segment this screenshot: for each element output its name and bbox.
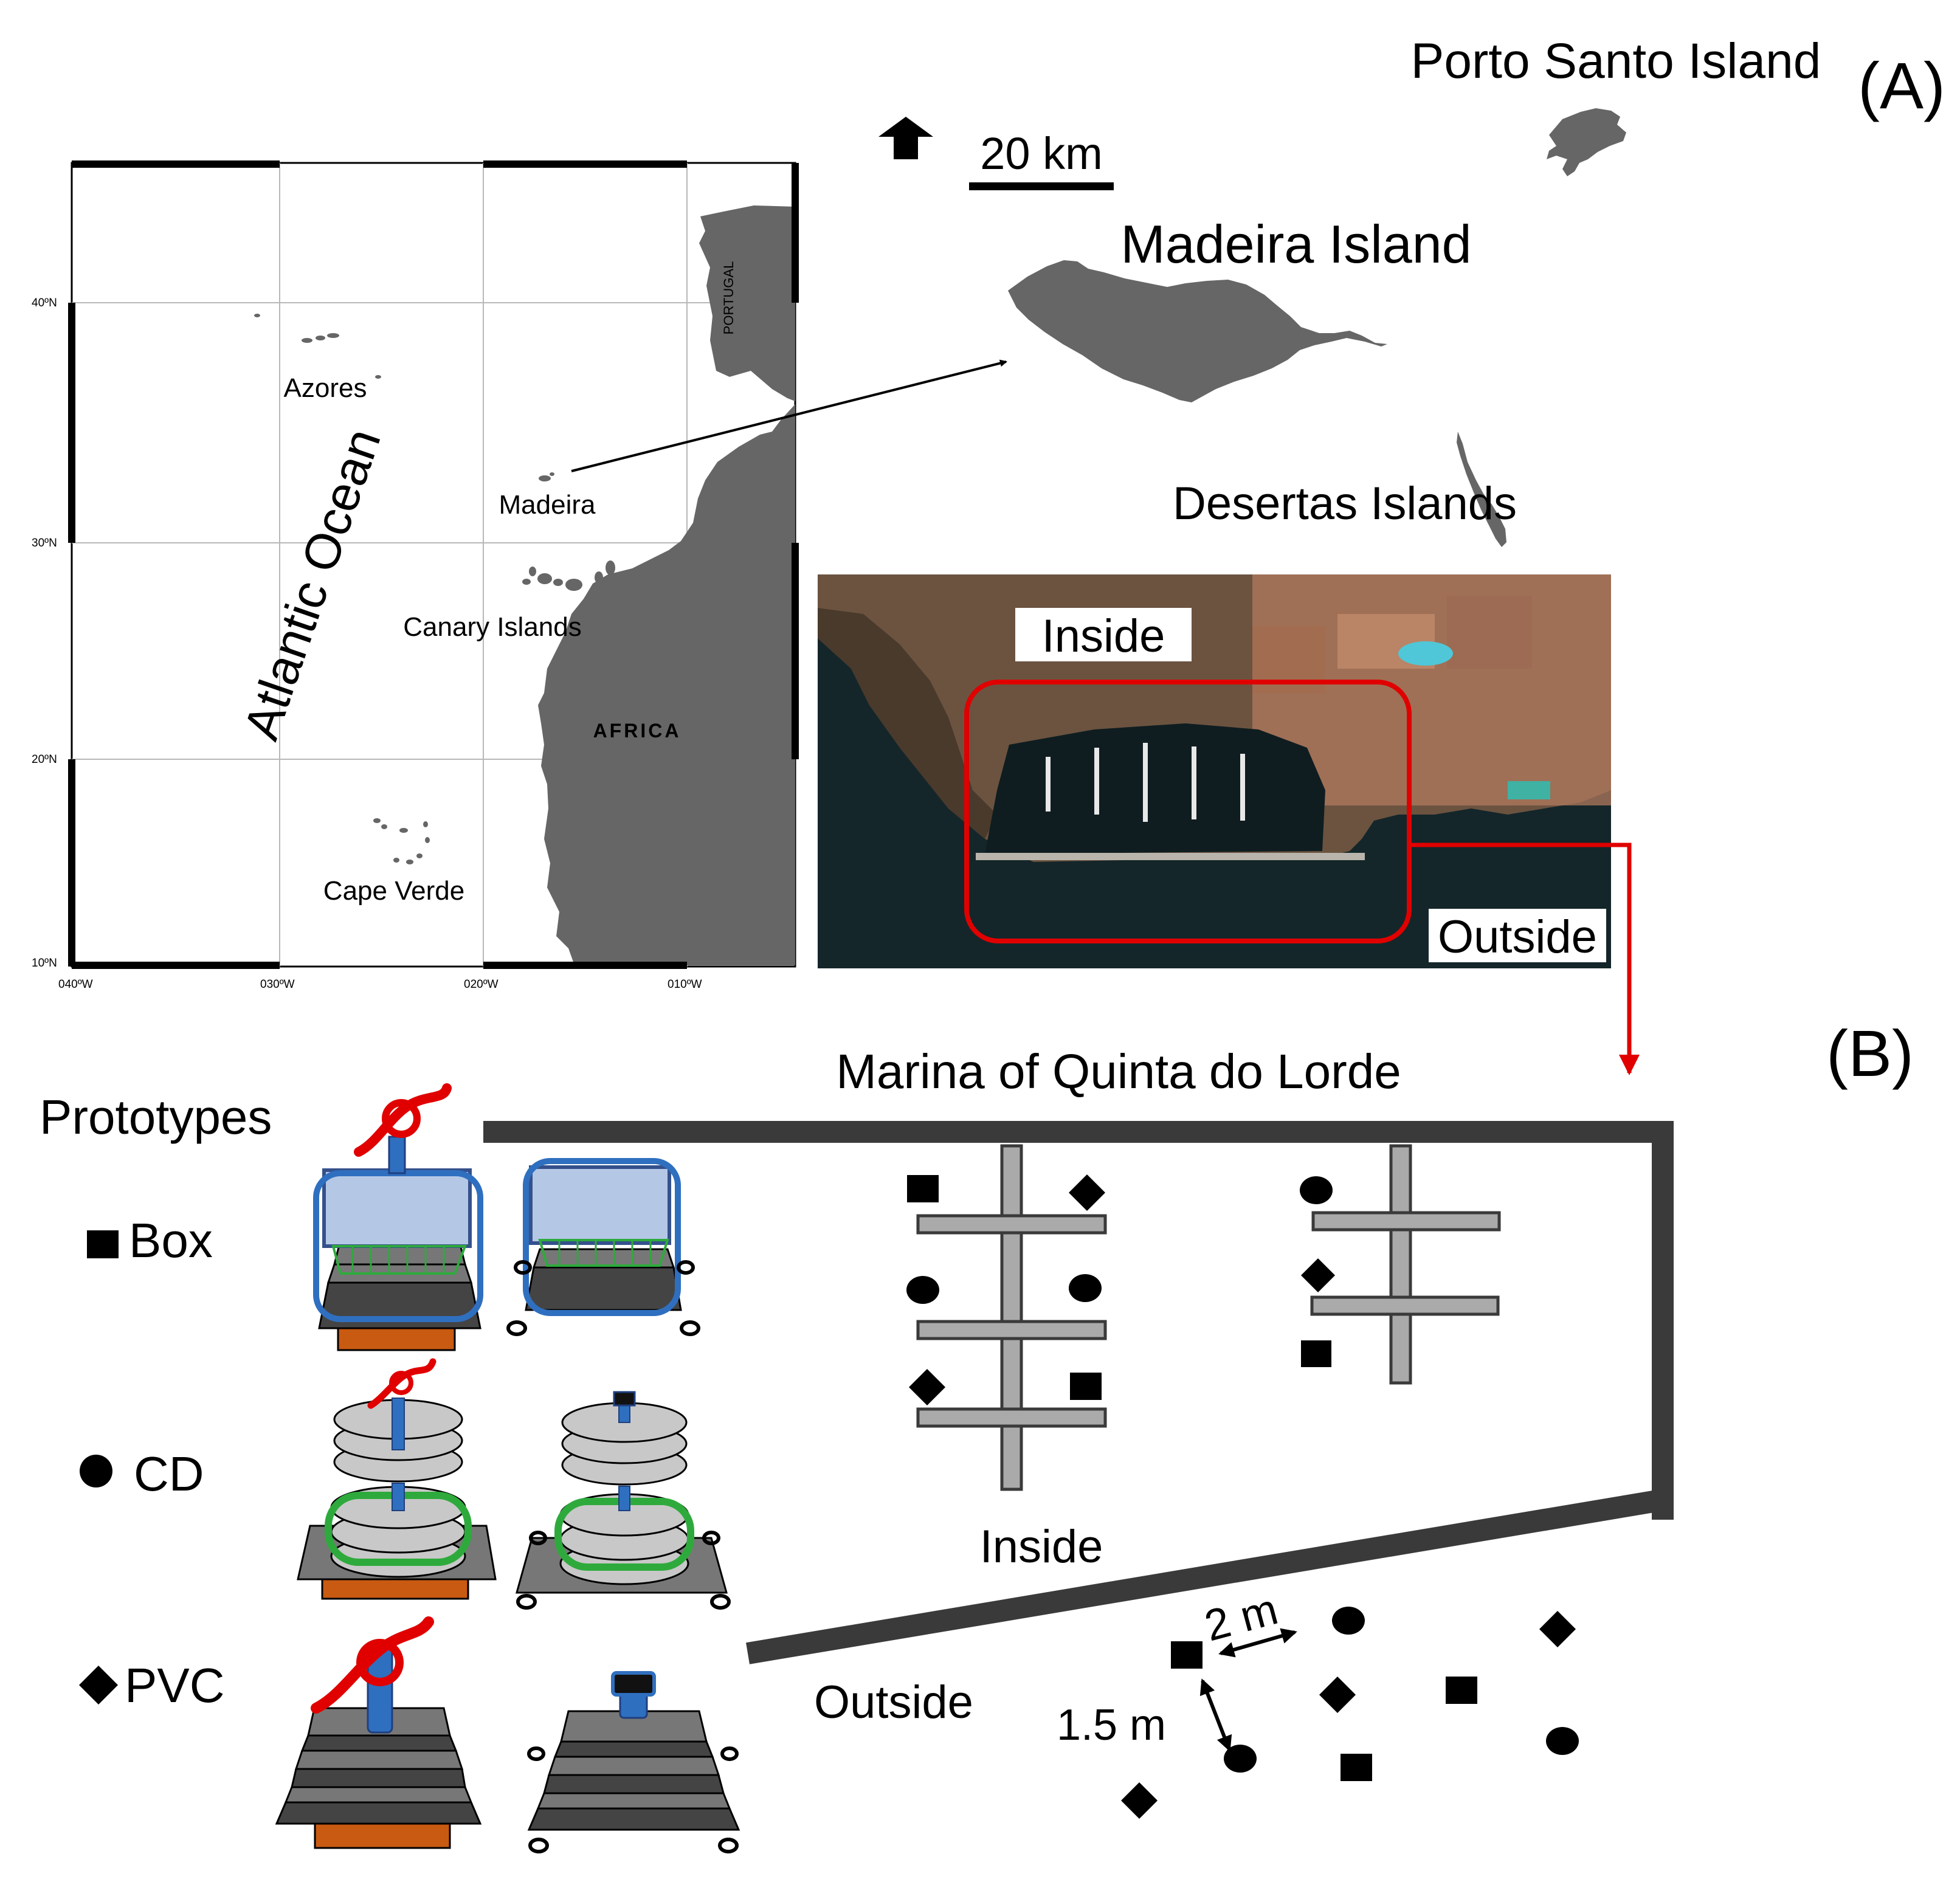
aerial-dark-cliffs: [818, 608, 997, 839]
scale-bar-label: 20 km: [980, 128, 1103, 179]
outside-markers: [1121, 1607, 1579, 1819]
marina-wall: [483, 1121, 1674, 1520]
inside-markers: [906, 1174, 1335, 1405]
lon-tick-30: 030ºW: [260, 978, 295, 991]
marker-cd: [1546, 1727, 1579, 1755]
marker-pvc: [1319, 1677, 1356, 1713]
iberia-landmass: [699, 205, 795, 401]
marker-pvc: [1301, 1258, 1335, 1292]
aerial-breakwater: [976, 853, 1365, 860]
label-madeira: Madeira: [499, 490, 596, 520]
legend-box-square-icon: [87, 1230, 119, 1258]
lon-tick-10: 010ºW: [668, 978, 702, 991]
canary-islands: [522, 560, 615, 591]
panel-b-label: (B): [1826, 1016, 1914, 1090]
marker-pvc: [1069, 1174, 1105, 1211]
lat-tick-10: 10ºN: [32, 957, 57, 970]
madeira-island: [1008, 260, 1387, 402]
cape-verde-islands: [373, 818, 430, 864]
spacing-arrow-2m: [1218, 1628, 1297, 1658]
label-azores: Azores: [284, 373, 367, 403]
marker-pvc: [909, 1369, 945, 1405]
spacing-label-1-5m: 1.5 m: [1057, 1701, 1166, 1749]
marker-box: [1446, 1677, 1477, 1704]
marker-cd: [1224, 1745, 1257, 1773]
marker-cd: [1332, 1607, 1365, 1635]
aerial-boats: [1046, 743, 1245, 822]
label-cape-verde: Cape Verde: [323, 876, 464, 906]
cd-prototype-moored: [297, 1358, 497, 1600]
marker-box: [907, 1175, 939, 1202]
legend-pvc-diamond-icon: [79, 1666, 118, 1704]
marker-cd: [906, 1276, 939, 1304]
marker-cd: [1300, 1176, 1333, 1204]
marker-box: [1301, 1340, 1331, 1367]
legend-box-label: Box: [129, 1213, 213, 1267]
lat-tick-20: 20ºN: [32, 753, 57, 766]
aerial-harbour-basin: [985, 723, 1325, 854]
prototypes-heading: Prototypes: [40, 1090, 272, 1144]
legend-cd-label: CD: [134, 1447, 204, 1501]
pontoon-2: [1310, 1144, 1501, 1385]
aerial-inside-label: Inside: [1042, 610, 1165, 662]
schematic-inside-label: Inside: [980, 1521, 1103, 1573]
box-prototype-moored: [313, 1083, 483, 1351]
lat-tick-40: 40ºN: [32, 297, 57, 309]
marker-box: [1341, 1754, 1372, 1781]
box-prototype-weighted: [506, 1158, 700, 1336]
legend-cd-circle-icon: [80, 1455, 112, 1487]
label-canary-islands: Canary Islands: [403, 612, 581, 642]
inside-label-bg: [1015, 608, 1192, 661]
spacing-arrow-1-5m: [1199, 1678, 1232, 1752]
lon-tick-40: 040ºW: [58, 978, 93, 991]
madeira-islands: [539, 472, 554, 481]
legend-pvc-label: PVC: [125, 1658, 225, 1712]
azores-islands: [254, 314, 381, 379]
label-portugal: PORTUGAL: [721, 261, 736, 335]
cd-prototype-weighted: [516, 1391, 731, 1610]
map-border: [68, 160, 799, 969]
marker-box: [1171, 1641, 1203, 1669]
breakwater-wall: [746, 1491, 1655, 1664]
north-arrow-icon: [878, 117, 933, 159]
panel-a-label: (A): [1858, 49, 1945, 122]
outside-label-bg: [1429, 909, 1606, 962]
aerial-outside-label: Outside: [1438, 911, 1597, 963]
desertas-islands: [1457, 432, 1506, 547]
africa-landmass: [538, 404, 795, 965]
schematic-outside-label: Outside: [814, 1677, 973, 1728]
porto-santo-island: [1547, 108, 1626, 176]
marina-schematic: 2 m 1.5 m Inside Outside: [483, 1121, 1674, 1819]
overview-map: 40ºN 30ºN 20ºN 10ºN 040ºW 030ºW 020ºW 01…: [32, 160, 799, 991]
pvc-prototype-moored: [275, 1616, 482, 1849]
lat-tick-30: 30ºN: [32, 537, 57, 550]
pvc-prototype-weighted: [527, 1671, 740, 1853]
pontoon-1: [916, 1144, 1107, 1491]
panel-b-title: Marina of Quinta do Lorde: [836, 1044, 1401, 1098]
marker-box: [1070, 1373, 1102, 1400]
label-desertas: Desertas Islands: [1173, 478, 1517, 529]
scale-bar: [969, 182, 1114, 190]
legend: Box CD PVC: [79, 1213, 225, 1712]
marina-highlight: [964, 680, 1412, 943]
lon-tick-20: 020ºW: [464, 978, 499, 991]
marker-pvc: [1121, 1782, 1158, 1819]
aerial-pool: [1398, 641, 1453, 666]
madeira-inset: 20 km Porto Santo Island Madeira Island …: [878, 33, 1821, 547]
madeira-connector-arrow: [571, 359, 1007, 472]
rope-icon: [311, 1616, 434, 1714]
marina-connector-arrow: [1409, 843, 1640, 1075]
marker-cd: [1069, 1274, 1102, 1302]
label-porto-santo: Porto Santo Island: [1411, 33, 1821, 89]
label-africa: AFRICA: [593, 720, 682, 742]
marker-pvc: [1539, 1611, 1576, 1647]
aerial-photo: Inside Outside: [818, 574, 1611, 968]
label-madeira-island: Madeira Island: [1120, 214, 1471, 274]
